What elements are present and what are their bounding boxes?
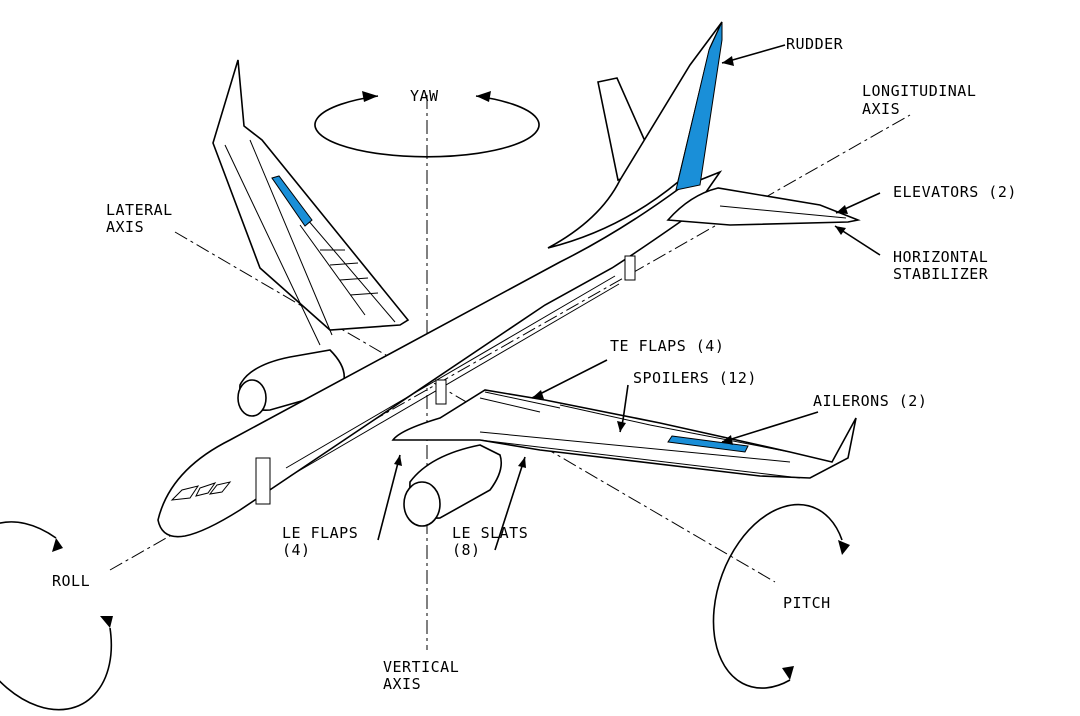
lateral-axis-line [174, 231, 776, 583]
left-aileron [271, 175, 313, 227]
right-wing [391, 389, 857, 527]
le-flaps-label-line2: (4) [282, 541, 311, 559]
spoilers-label: SPOILERS (12) [633, 369, 757, 387]
pitch-rotation-indicator [712, 503, 850, 689]
elevators-label: ELEVATORS (2) [893, 183, 1017, 201]
le-slats-label-line2: (8) [452, 541, 481, 559]
longitudinal-axis-label-line1: LONGITUDINAL [862, 82, 977, 100]
rudder-label: RUDDER [786, 35, 844, 53]
vertical-stabilizer [547, 21, 723, 249]
longitudinal-axis-label-line2: AXIS [862, 100, 901, 118]
yaw-label: YAW [410, 87, 439, 105]
ailerons-label: AILERONS (2) [813, 392, 928, 410]
fuselage [157, 170, 723, 538]
le-flaps-label-line1: LE FLAPS [282, 524, 359, 542]
leader-lines [377, 44, 881, 551]
lateral-axis-label-line1: LATERAL [106, 201, 173, 219]
roll-label: ROLL [52, 572, 91, 590]
horizontal-stabilizer-label-line2: STABILIZER [893, 265, 989, 283]
le-slats-label-line1: LE SLATS [452, 524, 529, 542]
horizontal-stabilizer-label-line1: HORIZONTAL [893, 248, 989, 266]
te-flaps-label: TE FLAPS (4) [610, 337, 725, 355]
lateral-axis-label-line2: AXIS [106, 218, 145, 236]
vertical-axis-label-line1: VERTICAL [383, 658, 460, 676]
yaw-rotation-indicator [314, 91, 540, 158]
rudder-surface [675, 21, 723, 191]
roll-rotation-indicator [0, 521, 113, 711]
right-aileron [667, 435, 749, 453]
right-horizontal-stabilizer [666, 187, 861, 226]
pitch-label: PITCH [783, 594, 831, 612]
vertical-axis-label-line2: AXIS [383, 675, 422, 693]
